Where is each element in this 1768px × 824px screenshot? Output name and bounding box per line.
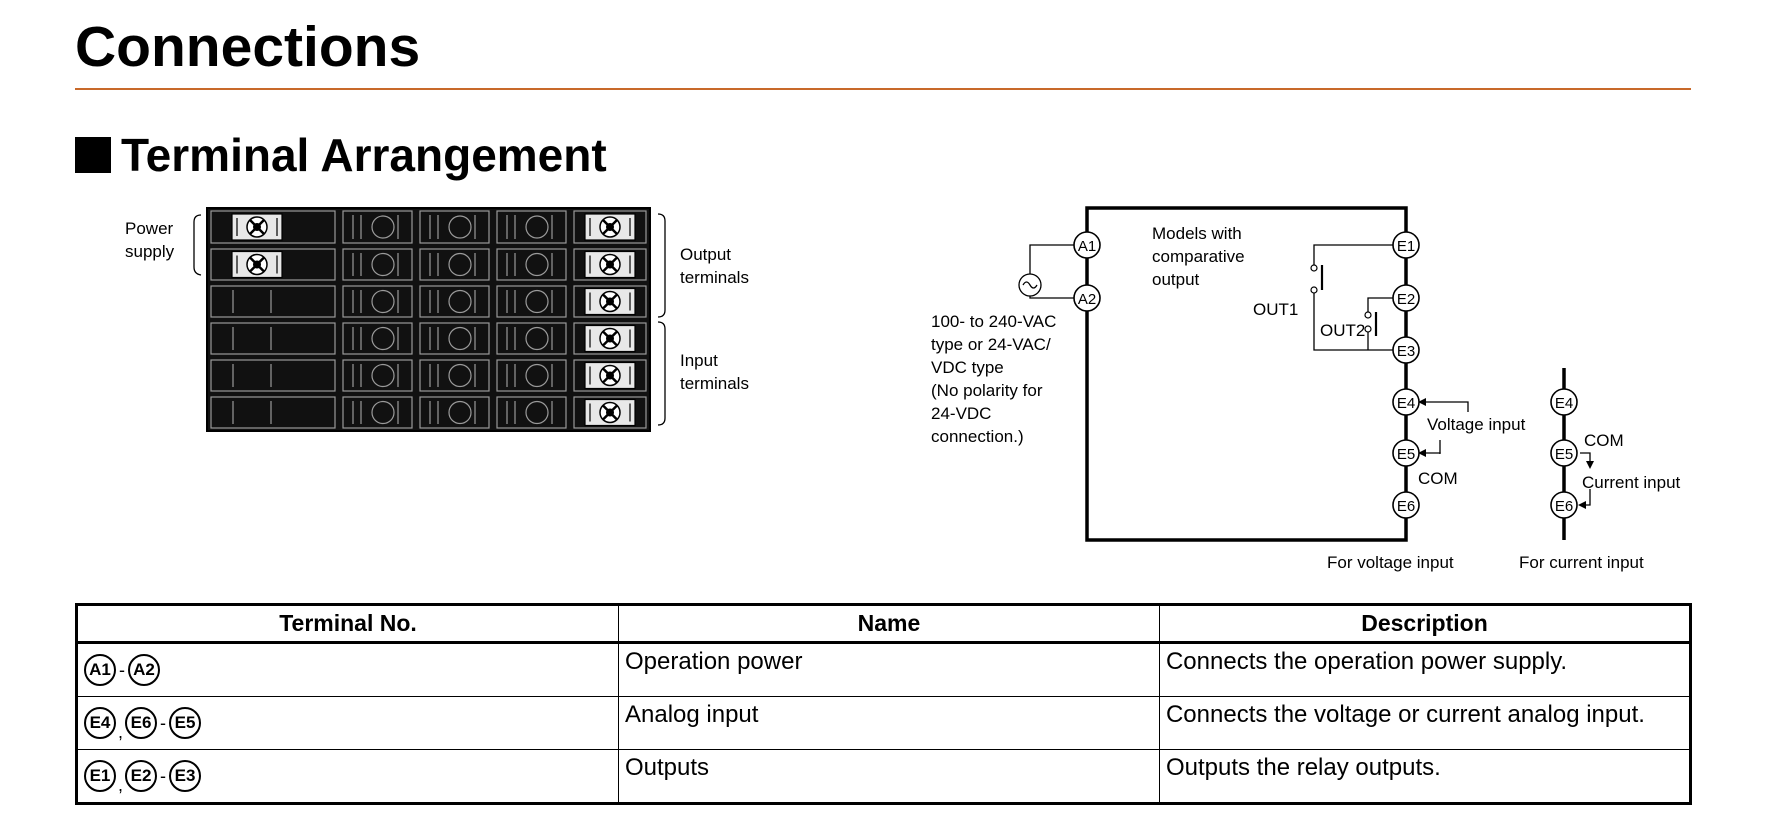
terminal-screw-icon <box>231 213 283 241</box>
terminal-e3-icon: E3 <box>169 760 202 792</box>
terminal-screw-icon <box>584 361 636 390</box>
terminal-a1-icon: A1 <box>84 654 116 686</box>
supply-note-line: 24-VDC <box>931 404 991 423</box>
page-title: Connections <box>75 15 421 79</box>
models-note-line: comparative <box>1152 247 1245 266</box>
current-terminal-e6-icon: E6 <box>1550 491 1578 519</box>
svg-text:E6: E6 <box>1555 498 1573 515</box>
input-terminals-bracket <box>657 321 666 426</box>
title-divider <box>75 88 1691 90</box>
output-terminals-label-2: terminals <box>680 268 749 287</box>
out1-contact-icon <box>1310 264 1318 272</box>
svg-text:E4: E4 <box>1555 395 1573 412</box>
terminal-screw-icon <box>584 250 636 279</box>
header-name: Name <box>618 604 1160 644</box>
power-supply-label-2: supply <box>125 242 175 261</box>
power-supply-label-1: Power <box>125 219 174 238</box>
terminal-screw-icon <box>584 324 636 353</box>
supply-note-line: connection.) <box>931 427 1024 446</box>
voltage-input-label: Voltage input <box>1427 415 1526 434</box>
table-header-row: Terminal No. Name Description <box>76 604 1692 644</box>
section-heading: Terminal Arrangement <box>75 128 607 182</box>
current-terminal-e5-icon: E5 <box>1550 439 1578 467</box>
svg-text:E1: E1 <box>1397 238 1415 255</box>
voltage-caption: For voltage input <box>1327 553 1454 572</box>
current-input-label: Current input <box>1582 473 1681 492</box>
terminal-screw-icon <box>584 213 636 241</box>
terminal-screw-icon <box>584 287 636 316</box>
terminal-e5-icon: E5 <box>169 707 202 739</box>
terminal-e4-icon: E4 <box>84 707 116 739</box>
terminal-no-cell: E4,E6-E5 <box>76 696 619 750</box>
wiring-diagram <box>1018 206 1594 542</box>
description-cell: Outputs the relay outputs. <box>1158 749 1692 804</box>
com-current-label: COM <box>1584 431 1624 450</box>
svg-text:E2: E2 <box>1397 291 1415 308</box>
svg-text:A1: A1 <box>1078 238 1096 255</box>
terminal-e3-icon: E3 <box>1392 336 1420 364</box>
com-voltage-label: COM <box>1418 469 1458 488</box>
supply-note-line: 100- to 240-VAC <box>931 312 1056 331</box>
section-bullet-icon <box>75 137 111 173</box>
terminal-diagrams: Power supply Output terminals Input term… <box>125 206 1681 572</box>
current-terminal-e4-icon: E4 <box>1550 388 1578 416</box>
terminal-block <box>206 207 651 432</box>
input-terminals-label-2: terminals <box>680 374 749 393</box>
current-caption: For current input <box>1519 553 1644 572</box>
svg-text:E4: E4 <box>1397 395 1415 412</box>
terminal-a1-icon: A1 <box>1073 231 1101 259</box>
terminal-no-cell: E1,E2-E3 <box>76 749 619 804</box>
description-cell: Connects the voltage or current analog i… <box>1158 696 1692 750</box>
terminal-e6-icon: E6 <box>1392 491 1420 519</box>
output-terminals-label-1: Output <box>680 245 731 264</box>
terminal-no-cell: A1-A2 <box>76 642 619 697</box>
header-terminal-no: Terminal No. <box>76 604 619 644</box>
terminal-e6-icon: E6 <box>125 707 158 739</box>
output-terminals-bracket <box>657 213 666 318</box>
svg-text:A2: A2 <box>1078 291 1096 308</box>
svg-text:E3: E3 <box>1397 343 1415 360</box>
controller-outline <box>1085 206 1408 542</box>
terminal-e4-icon: E4 <box>1392 388 1420 416</box>
terminal-e2-icon: E2 <box>1392 284 1420 312</box>
terminal-a2-icon: A2 <box>1073 284 1101 312</box>
svg-text:E5: E5 <box>1397 446 1415 463</box>
models-note-line: Models with <box>1152 224 1242 243</box>
header-description: Description <box>1158 604 1692 644</box>
terminal-e2-icon: E2 <box>125 760 158 792</box>
terminal-a2-icon: A2 <box>128 654 160 686</box>
name-cell: Operation power <box>618 642 1160 697</box>
power-supply-bracket <box>193 214 202 276</box>
description-cell: Connects the operation power supply. <box>1158 642 1692 697</box>
out1-label: OUT1 <box>1253 300 1298 319</box>
section-title: Terminal Arrangement <box>121 129 607 181</box>
terminal-screw-icon <box>231 250 283 279</box>
out2-contact-icon <box>1364 311 1372 319</box>
terminal-e1-icon: E1 <box>84 760 116 792</box>
name-cell: Outputs <box>618 749 1160 804</box>
terminal-e5-icon: E5 <box>1392 439 1420 467</box>
supply-note-line: VDC type <box>931 358 1004 377</box>
svg-text:E5: E5 <box>1555 446 1573 463</box>
supply-note-line: (No polarity for <box>931 381 1043 400</box>
models-note-line: output <box>1152 270 1200 289</box>
out2-label: OUT2 <box>1320 321 1365 340</box>
terminal-screw-icon <box>584 398 636 427</box>
svg-text:E6: E6 <box>1397 498 1415 515</box>
terminal-e1-icon: E1 <box>1392 231 1420 259</box>
ac-source-icon <box>1018 273 1042 297</box>
input-terminals-label-1: Input <box>680 351 718 370</box>
name-cell: Analog input <box>618 696 1160 750</box>
supply-note-line: type or 24-VAC/ <box>931 335 1051 354</box>
